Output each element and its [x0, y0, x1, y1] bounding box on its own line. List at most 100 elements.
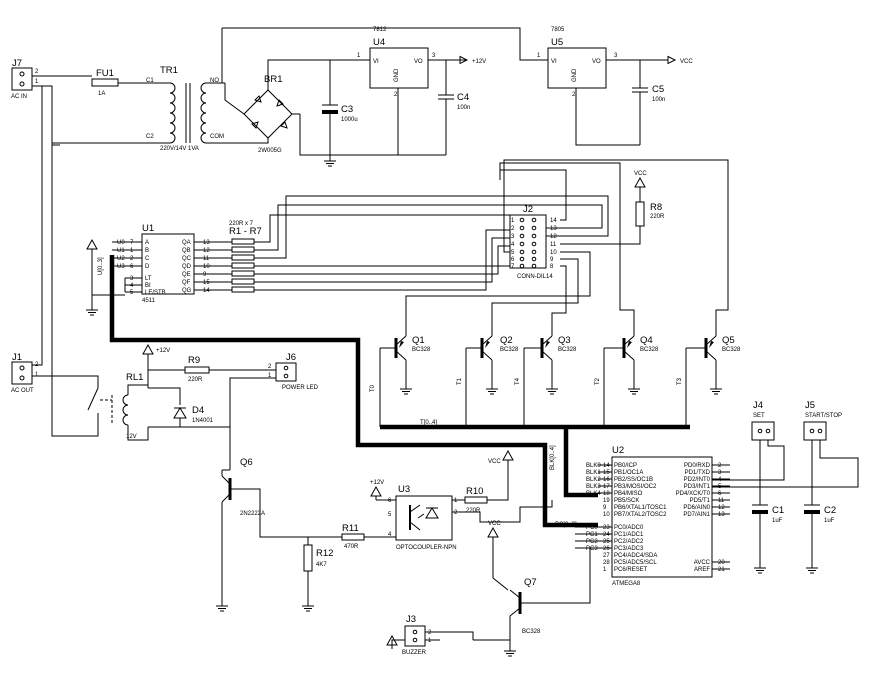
svg-text:U2: U2 — [117, 256, 125, 262]
mcu-pin-number: 10 — [603, 512, 610, 518]
mcu-pin-name: PB1/OC1A — [614, 470, 643, 476]
svg-text:VI: VI — [551, 59, 557, 65]
svg-text:C1: C1 — [772, 505, 784, 516]
svg-text:C2: C2 — [146, 134, 154, 140]
svg-text:VCC: VCC — [680, 59, 693, 65]
resistor-r11: R11 470R — [341, 523, 365, 550]
svg-text:1: 1 — [268, 373, 272, 379]
svg-text:2: 2 — [454, 510, 458, 516]
mcu-pin-net: BLK4 — [586, 491, 601, 497]
svg-text:T4: T4 — [515, 377, 521, 385]
mcu-pin-name: PB4/MISO — [614, 491, 643, 497]
svg-text:7: 7 — [130, 240, 134, 246]
connector-j2: J2 CONN-DIL14 1 2 3 4 5 6 7 14 13 12 11 … — [509, 204, 557, 280]
svg-text:GND: GND — [394, 68, 400, 82]
svg-text:2W005G: 2W005G — [258, 148, 282, 154]
svg-text:U0: U0 — [117, 240, 125, 246]
mcu-pin-net: PC0 — [586, 525, 598, 531]
svg-text:U4: U4 — [373, 37, 385, 48]
svg-text:LE/STB: LE/STB — [145, 290, 166, 296]
svg-text:Q3: Q3 — [558, 335, 571, 346]
ref-label: J7 — [12, 58, 22, 69]
mcu-pin-name: PD2/INT0 — [684, 477, 711, 483]
svg-text:9: 9 — [550, 257, 554, 263]
svg-text:Q5: Q5 — [722, 335, 735, 346]
svg-text:T1: T1 — [457, 377, 463, 385]
svg-text:D4: D4 — [192, 405, 204, 416]
mcu-pin-name: PC1/ADC1 — [614, 532, 644, 538]
svg-text:J3: J3 — [406, 614, 416, 625]
svg-text:C: C — [145, 256, 150, 262]
mcu-pin-name: PC3/ADC3 — [614, 546, 644, 552]
mcu-pin-number: 17 — [603, 484, 610, 490]
svg-text:FU1: FU1 — [96, 68, 114, 79]
svg-text:BC328: BC328 — [558, 347, 577, 353]
svg-text:12: 12 — [550, 234, 557, 240]
mcu-pin-number: 27 — [603, 553, 610, 559]
svg-text:220R: 220R — [650, 214, 665, 220]
svg-text:1: 1 — [537, 53, 541, 59]
svg-text:PC[0..3]: PC[0..3] — [555, 522, 577, 528]
svg-text:U1: U1 — [117, 248, 125, 254]
mcu-pin-net: PC3 — [586, 546, 598, 552]
mcu-pin-name: PB7/XTAL2/TOSC2 — [614, 512, 667, 518]
mcu-pin-net: PC2 — [586, 539, 598, 545]
mcu-pin-number: 20 — [718, 560, 725, 566]
svg-text:U5: U5 — [551, 37, 563, 48]
svg-text:U3: U3 — [117, 264, 125, 270]
mcu-pin-number: 12 — [718, 505, 725, 511]
transformer-tr1: TR1 C1 C2 NO COM 220V/14V 1VA — [146, 65, 224, 152]
svg-text:C3: C3 — [341, 104, 353, 115]
svg-text:2: 2 — [268, 364, 272, 370]
svg-text:+12V: +12V — [156, 348, 170, 354]
svg-text:2N2222A: 2N2222A — [240, 511, 265, 517]
svg-text:ATMEGA8: ATMEGA8 — [612, 581, 641, 587]
mcu-pin-net: BLK3 — [586, 484, 601, 490]
transistor-q5: Q5 BC328 T3 — [677, 328, 741, 427]
svg-text:Q2: Q2 — [500, 335, 513, 346]
regulator-u5: U5 7805 VI VO GND 1 3 2 — [537, 27, 618, 98]
svg-text:6: 6 — [388, 498, 392, 504]
mcu-pin-number: 21 — [718, 567, 725, 573]
connector-j5: J5 START/STOP — [803, 400, 842, 441]
svg-text:QC: QC — [182, 256, 192, 262]
svg-text:BC328: BC328 — [722, 347, 741, 353]
mcu-pin-number: 15 — [603, 470, 610, 476]
transistor-q7: Q7 BC328 — [473, 577, 541, 641]
svg-text:BC328: BC328 — [522, 629, 541, 635]
svg-text:1: 1 — [428, 638, 432, 644]
mcu-pin-name: PD7/AIN1 — [683, 512, 710, 518]
svg-text:5: 5 — [511, 250, 515, 256]
svg-text:2: 2 — [428, 630, 432, 636]
svg-text:3: 3 — [511, 234, 515, 240]
svg-text:1000u: 1000u — [341, 117, 358, 123]
mcu-pin-name: PB5/SCK — [614, 498, 639, 504]
svg-text:VO: VO — [592, 59, 601, 65]
svg-text:A: A — [145, 240, 149, 246]
svg-text:BI: BI — [145, 283, 151, 289]
svg-text:LT: LT — [145, 276, 152, 282]
svg-text:3: 3 — [432, 53, 436, 59]
svg-text:14: 14 — [550, 218, 557, 224]
svg-text:VCC: VCC — [634, 171, 647, 177]
svg-text:R1 - R7: R1 - R7 — [229, 226, 262, 237]
mcu-pin-number: 26 — [603, 546, 610, 552]
svg-text:VI: VI — [373, 59, 379, 65]
svg-text:6: 6 — [130, 264, 134, 270]
resistor-r12: R12 4K7 — [303, 544, 333, 572]
svg-text:D: D — [145, 264, 150, 270]
mcu-pin-name: PC4/ADC4/SDA — [614, 553, 657, 559]
svg-text:10: 10 — [203, 264, 210, 270]
connector-j6: J6 POWER LED 2 1 — [268, 352, 319, 391]
data-buses — [109, 255, 690, 528]
svg-text:TR1: TR1 — [160, 65, 178, 76]
svg-text:9: 9 — [203, 272, 207, 278]
svg-text:1A: 1A — [98, 91, 105, 97]
mcu-pin-name: PB6/XTAL1/TOSC1 — [614, 505, 667, 511]
svg-text:GND: GND — [572, 68, 578, 82]
svg-text:C1: C1 — [146, 78, 154, 84]
svg-text:220V/14V 1VA: 220V/14V 1VA — [160, 146, 199, 152]
svg-text:B: B — [145, 248, 149, 254]
svg-text:C5: C5 — [652, 84, 664, 95]
